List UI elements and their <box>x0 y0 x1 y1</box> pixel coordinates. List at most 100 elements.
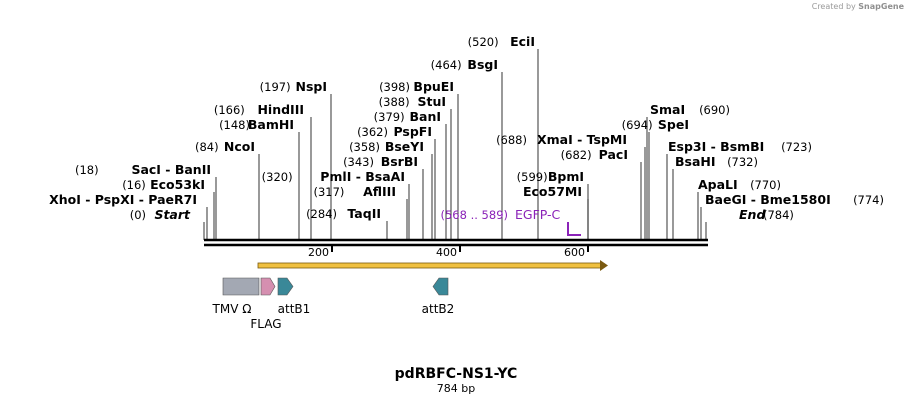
site-name: NcoI <box>224 139 255 154</box>
orf-bar[interactable] <box>257 262 603 269</box>
site-name: SpeI <box>658 117 689 132</box>
site-name: SmaI <box>650 102 685 117</box>
primer-range: (568 .. 589) <box>441 208 509 222</box>
site-labels: Start(0)XhoI - PspXI - PaeR7I(3)Eco53kI (… <box>0 34 884 222</box>
site-name: AflIII <box>363 184 396 199</box>
site-position: (16) <box>122 178 146 192</box>
site-name: TaqII <box>347 206 381 221</box>
site-label-bseyi[interactable]: BseYI (358) <box>349 139 424 154</box>
site-name: Eco57MI <box>523 184 582 199</box>
site-label-baegi-bme1580i[interactable]: (774) BaeGI - Bme1580I <box>705 192 884 207</box>
site-position: (723) <box>781 140 812 154</box>
orf-arrowhead-icon <box>600 260 608 271</box>
site-label-eco57mi[interactable]: Eco57MI <box>523 184 582 199</box>
site-position: (688) <box>496 133 527 147</box>
site-label-stui[interactable]: StuI(388) <box>379 94 446 109</box>
feature-attb2[interactable]: attB2 <box>422 277 455 316</box>
site-position: (774) <box>853 193 884 207</box>
site-name: StuI <box>417 94 446 109</box>
ruler-label-200: 200 <box>308 246 329 259</box>
site-position: (690) <box>699 103 730 117</box>
site-label-bpmi[interactable]: BpmI(599) <box>517 169 584 184</box>
feature-label: attB1 <box>278 302 311 316</box>
site-label-spei[interactable]: SpeI (694) <box>622 117 689 132</box>
site-position: (84) <box>195 140 219 154</box>
feature-attb1[interactable]: attB1 <box>278 277 311 316</box>
snapgene-logo: SnapGene <box>858 2 904 11</box>
feature-flag[interactable]: FLAG <box>250 277 282 331</box>
site-label-end[interactable]: (784)End <box>739 207 794 222</box>
ruler-label-600: 600 <box>564 246 585 259</box>
site-name: SacI - BanII <box>131 162 211 177</box>
site-label-bani[interactable]: BanI(379) <box>374 109 441 124</box>
site-label-bsahi[interactable]: (732)BsaHI <box>675 154 758 169</box>
site-position: (343) <box>343 155 374 169</box>
site-position: (520) <box>468 35 499 49</box>
site-position: (148) <box>219 118 250 132</box>
site-name: HindIII <box>257 102 304 117</box>
site-label-hindiii[interactable]: HindIII (166) <box>214 102 304 117</box>
site-position: (398) <box>379 80 410 94</box>
site-name: NspI <box>295 79 327 94</box>
site-name: BpmI <box>548 169 584 184</box>
site-position: (0) <box>130 208 146 222</box>
site-label-start[interactable]: Start(0) <box>130 207 191 222</box>
site-label-smai[interactable]: (690) SmaI <box>650 102 730 117</box>
site-position: (166) <box>214 103 245 117</box>
plasmid-name: pdRBFC-NS1-YC <box>394 366 518 382</box>
site-label-paci[interactable]: PacI (682) <box>561 147 628 162</box>
site-label-ncoi[interactable]: NcoI (84) <box>195 139 255 154</box>
site-label-nspi[interactable]: NspI(197) <box>260 79 327 94</box>
site-position: (464) <box>431 58 462 72</box>
site-position: (682) <box>561 148 592 162</box>
site-position: (358) <box>349 140 380 154</box>
site-label-bpuei[interactable]: BpuEI(398) <box>379 79 454 94</box>
site-label-bsrbi[interactable]: BsrBI(343) <box>343 154 418 169</box>
feature-label: attB2 <box>422 302 455 316</box>
site-position: (284) <box>306 207 337 221</box>
primer-egfp-c[interactable]: (568 .. 589) EGFP-C <box>441 207 582 236</box>
site-name: PspFI <box>393 124 432 139</box>
site-label-esp3i-bsmbi[interactable]: (723)Esp3I - BsmBI <box>668 139 812 154</box>
site-label-xmai-tspmi[interactable]: (688)XmaI - TspMI <box>496 132 627 147</box>
site-position: (732) <box>727 155 758 169</box>
site-label-ecii[interactable]: EciI (520) <box>468 34 535 49</box>
feature-tmv[interactable]: TMV Ω <box>212 277 260 316</box>
site-name: BaeGI - Bme1580I <box>705 192 831 207</box>
site-position: (694) <box>622 118 653 132</box>
site-position: (320) <box>262 170 293 184</box>
site-name: Eco53kI <box>150 177 205 192</box>
site-label-saci-banii[interactable]: SacI - BanII (18) <box>75 162 211 177</box>
site-label-eco53ki[interactable]: Eco53kI (16) <box>122 177 205 192</box>
site-name: ApaLI <box>698 177 738 192</box>
site-label-bsgi[interactable]: BsgI(464) <box>431 57 498 72</box>
feature-label: TMV Ω <box>212 302 252 316</box>
site-position: (784) <box>763 208 794 222</box>
site-name: PmlI - BsaAI <box>320 169 405 184</box>
snapgene-credit: Created by SnapGene <box>812 2 904 11</box>
site-position: (18) <box>75 163 99 177</box>
feature-shape <box>222 277 260 296</box>
site-label-apali[interactable]: (770)ApaLI <box>698 177 781 192</box>
site-name: PacI <box>599 147 628 162</box>
site-position: (599) <box>517 170 548 184</box>
site-name: EciI <box>510 34 535 49</box>
site-position: (362) <box>357 125 388 139</box>
site-name: BanI <box>409 109 441 124</box>
primer-arrow-icon <box>567 222 581 236</box>
feature-shape <box>260 277 276 296</box>
site-label-pmli-bsaai[interactable]: PmlI - BsaAI (320) <box>262 169 405 184</box>
ruler-label-400: 400 <box>436 246 457 259</box>
site-label-afliii[interactable]: AflIII (317) <box>313 184 396 199</box>
site-position: (317) <box>313 185 344 199</box>
site-name: BseYI <box>385 139 424 154</box>
site-label-bamhi[interactable]: BamHI(148) <box>219 117 294 132</box>
site-label-xhoi-pspxi-paer7i[interactable]: XhoI - PspXI - PaeR7I(3) <box>0 192 197 207</box>
primer-name: EGFP-C <box>515 207 561 222</box>
site-label-taqii[interactable]: TaqII (284) <box>306 206 381 221</box>
site-lines <box>203 49 707 240</box>
site-label-pspfi[interactable]: PspFI (362) <box>357 124 432 139</box>
feature-label: FLAG <box>250 317 281 331</box>
